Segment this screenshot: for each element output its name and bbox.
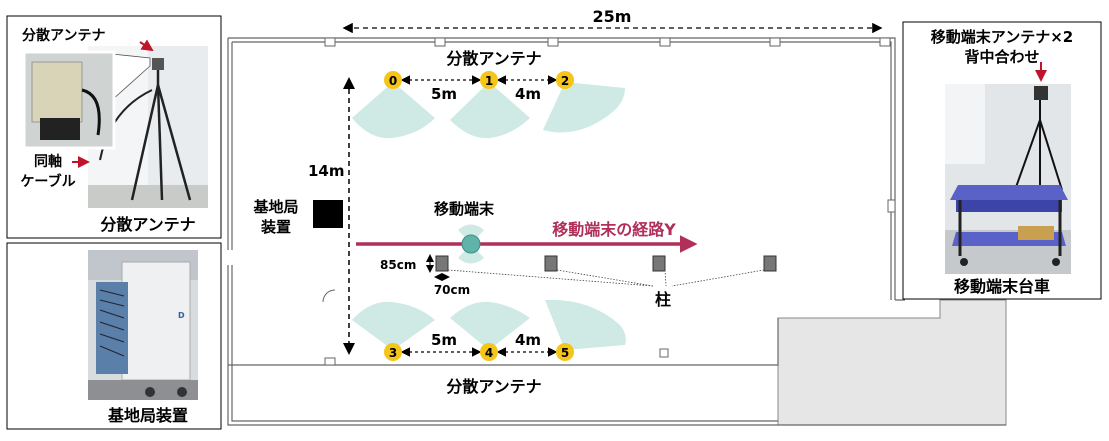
antenna-group-bottom-label: 分散アンテナ — [446, 377, 541, 396]
mobile-photo-title-line2: 背中合わせ — [964, 48, 1039, 66]
antenna-spacing-arrows — [400, 75, 558, 357]
antenna-marker-1 — [480, 71, 498, 89]
antenna-label-0: 0 — [389, 74, 397, 88]
floor-outline — [227, 37, 1006, 426]
base-station-photo-inset — [6, 242, 222, 430]
base-station-photo-caption: 基地局装置 — [107, 406, 188, 425]
base-station-label: 基地局装置 — [252, 198, 298, 236]
mobile-photo-caption: 移動端末台車 — [954, 277, 1050, 296]
mobile-beam-down — [458, 244, 484, 264]
antenna-beams-bottom — [352, 299, 626, 350]
antenna-marker-0 — [384, 71, 402, 89]
antenna-marker-5 — [556, 343, 574, 361]
mobile-terminal-dot — [461, 234, 481, 254]
spacing-label-top-0-1: 5m — [431, 85, 457, 103]
mobile-photo-title-line1: 移動端末アンテナ×2 — [931, 28, 1073, 46]
antenna-markers — [384, 71, 574, 361]
antenna-label-4: 4 — [485, 346, 493, 360]
antenna-label-5: 5 — [561, 346, 569, 360]
antenna-marker-4 — [480, 343, 498, 361]
spacing-label-bottom-3-4: 5m — [431, 331, 457, 349]
cable-callout-label: 同軸ケーブル — [20, 153, 75, 190]
pillar-leader-lines — [447, 269, 765, 287]
pillar-height-label: 85cm — [380, 258, 416, 272]
spacing-label-top-1-2: 4m — [515, 85, 541, 103]
antenna-label-3: 3 — [389, 346, 397, 360]
antenna-photo-caption: 分散アンテナ — [100, 215, 195, 234]
base-station-block — [313, 200, 343, 228]
mobile-cart-photo-inset — [902, 21, 1102, 300]
antenna-marker-2 — [556, 71, 574, 89]
antenna-callout-arrow — [139, 39, 154, 52]
door-arc — [322, 289, 336, 303]
antenna-callout-label: 分散アンテナ — [22, 27, 105, 44]
antenna-photo-inset — [6, 15, 222, 239]
width-label: 25m — [593, 7, 632, 26]
pillars — [435, 255, 777, 272]
depth-label: 14m — [308, 162, 345, 180]
antenna-label-2: 2 — [561, 74, 569, 88]
antenna-beams-top — [352, 82, 625, 139]
pillar-width-label: 70cm — [434, 283, 470, 297]
pillar-label: 柱 — [655, 290, 671, 309]
antenna-group-top-label: 分散アンテナ — [446, 49, 541, 68]
mobile-beam-up — [458, 224, 484, 244]
antenna-label-1: 1 — [485, 74, 493, 88]
antenna-marker-3 — [384, 343, 402, 361]
adjacent-area — [777, 299, 1007, 426]
mobile-label: 移動端末 — [434, 200, 495, 218]
base-station-device-brand: D — [178, 311, 185, 320]
wall-notches — [324, 37, 896, 366]
spacing-label-bottom-4-5: 4m — [515, 331, 541, 349]
route-label: 移動端末の経路Y — [552, 220, 676, 239]
